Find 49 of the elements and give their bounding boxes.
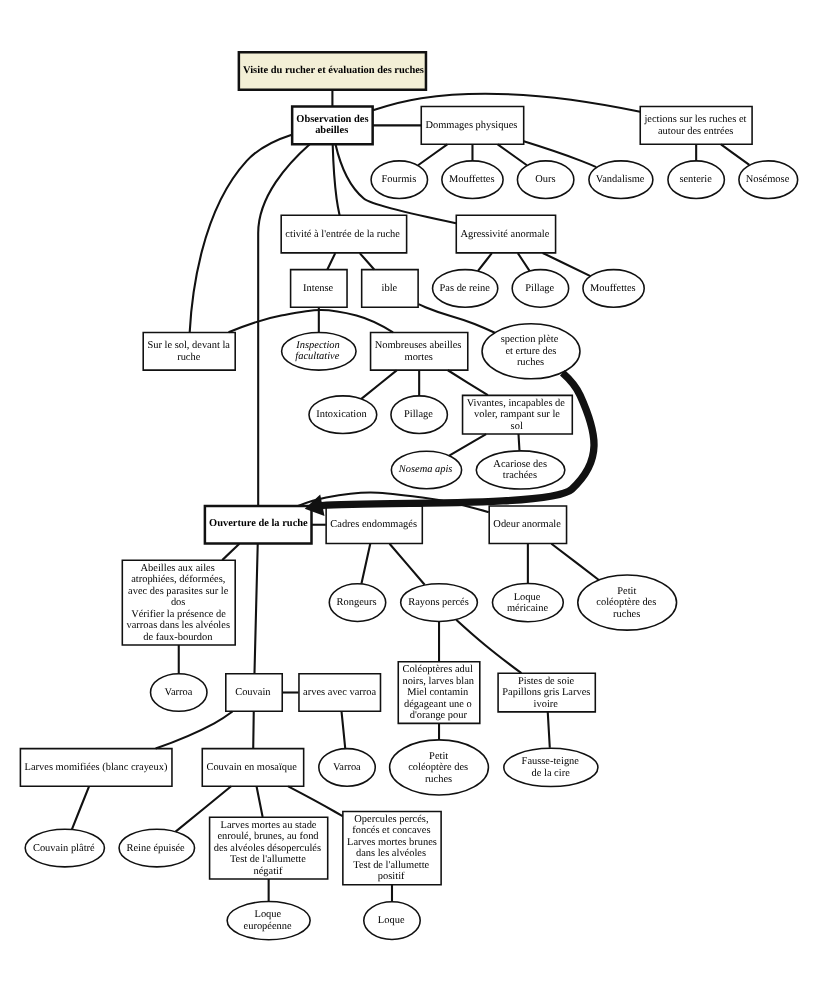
connector xyxy=(177,644,180,673)
connector xyxy=(516,251,531,271)
connector xyxy=(455,617,523,673)
connector xyxy=(438,620,441,661)
connector xyxy=(477,251,493,271)
connector xyxy=(418,302,496,333)
arrow xyxy=(304,369,598,516)
connector xyxy=(448,432,487,456)
connector xyxy=(372,91,641,112)
connector xyxy=(497,142,528,166)
connector xyxy=(255,785,264,817)
connector xyxy=(257,142,311,505)
connector xyxy=(340,710,347,748)
connector xyxy=(360,542,372,583)
connector xyxy=(542,251,591,277)
connector xyxy=(228,308,394,333)
connector xyxy=(334,142,457,224)
connector xyxy=(372,123,422,126)
connector xyxy=(317,306,320,332)
connector xyxy=(331,143,341,215)
connector xyxy=(311,522,326,525)
connector xyxy=(267,878,270,901)
connector xyxy=(447,368,489,396)
connector xyxy=(252,710,255,748)
connector xyxy=(358,251,375,270)
connector xyxy=(523,139,597,168)
connector xyxy=(550,541,600,580)
connector xyxy=(695,143,698,160)
connector xyxy=(471,143,474,160)
connector xyxy=(331,89,334,106)
connector xyxy=(282,690,299,693)
connector xyxy=(253,542,259,673)
connector xyxy=(418,369,421,395)
connector xyxy=(70,784,91,829)
connector xyxy=(360,368,398,399)
connector xyxy=(438,722,441,739)
connector xyxy=(221,542,241,560)
connector xyxy=(155,709,234,749)
connector xyxy=(417,142,448,166)
connector xyxy=(517,433,521,450)
connector xyxy=(526,542,529,583)
connector xyxy=(546,710,551,747)
connector xyxy=(388,542,426,585)
connector xyxy=(390,883,394,901)
connector xyxy=(720,142,750,165)
connector xyxy=(326,251,337,269)
connector xyxy=(188,132,293,332)
connector xyxy=(174,784,232,832)
connector xyxy=(297,490,489,513)
